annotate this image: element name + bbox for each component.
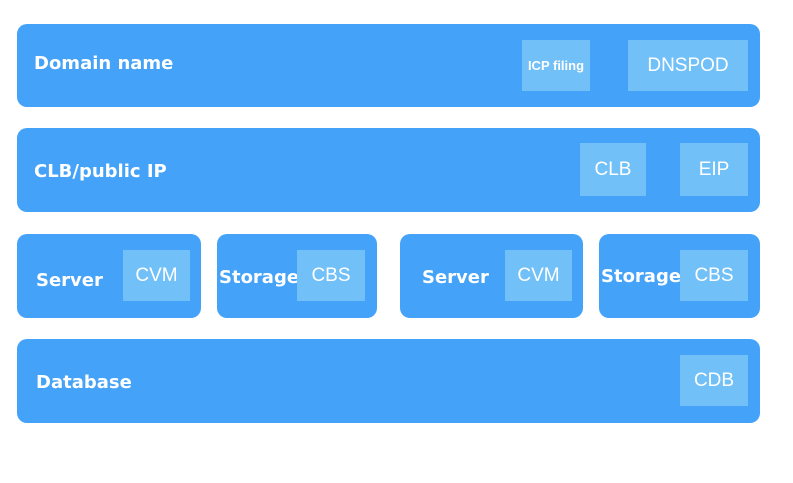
server-label-1: Server: [36, 270, 103, 291]
cbs-chip-1: CBS: [297, 250, 365, 301]
database-layer: [17, 339, 760, 423]
domain-label: Domain name: [34, 53, 174, 74]
database-label: Database: [36, 372, 132, 393]
cvm-chip-2: CVM: [505, 250, 572, 301]
clb-label: CLB/public IP: [34, 161, 167, 182]
dnspod-chip: DNSPOD: [628, 40, 748, 91]
cdb-chip: CDB: [680, 355, 748, 406]
icp-filing-chip: ICP filing: [522, 40, 590, 91]
eip-chip: EIP: [680, 143, 748, 196]
clb-chip: CLB: [580, 143, 646, 196]
storage-label-2: Storage: [601, 266, 682, 287]
storage-label-1: Storage: [219, 267, 300, 288]
server-label-2: Server: [422, 267, 489, 288]
cbs-chip-2: CBS: [680, 250, 748, 301]
cvm-chip-1: CVM: [123, 250, 190, 301]
